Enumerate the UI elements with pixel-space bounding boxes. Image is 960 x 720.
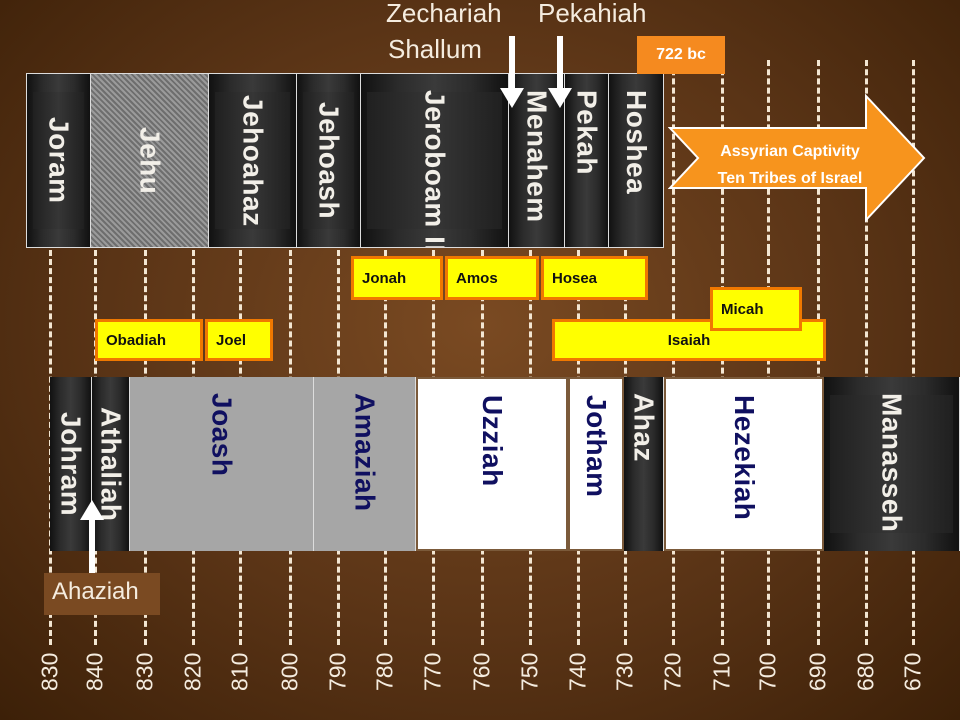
year-label: 680 bbox=[852, 652, 879, 692]
king-joash: Joash bbox=[130, 377, 314, 551]
king-hoshea: Hoshea bbox=[609, 74, 664, 247]
judah-kings-row: Johram Athaliah Joash Amaziah Uzziah Jot… bbox=[50, 377, 960, 551]
king-athaliah: Athaliah bbox=[92, 377, 130, 551]
year-label: 730 bbox=[611, 652, 638, 692]
king-pekah: Pekah bbox=[565, 74, 609, 247]
king-manasseh: Manasseh bbox=[824, 377, 960, 551]
date-722-tag: 722 bc bbox=[637, 36, 725, 74]
year-label: 700 bbox=[754, 652, 781, 692]
arrow-ahaziah bbox=[80, 500, 104, 580]
prophet-isaiah: Isaiah bbox=[552, 319, 826, 361]
label-ahaziah: Ahaziah bbox=[52, 578, 139, 605]
label-ahaziah-box bbox=[44, 573, 160, 615]
year-label: 780 bbox=[371, 652, 398, 692]
captivity-label: Assyrian Captivity Ten Tribes of Israel bbox=[690, 138, 890, 192]
year-label: 690 bbox=[804, 652, 831, 692]
arrow-pekahiah bbox=[548, 36, 572, 108]
israel-kings-row: Joram Jehu Jehoahaz Jehoash Jeroboam II … bbox=[26, 73, 664, 248]
year-label: 770 bbox=[419, 652, 446, 692]
year-label: 800 bbox=[276, 652, 303, 692]
arrow-zechariah-shallum bbox=[500, 36, 524, 108]
king-jehoahaz: Jehoahaz bbox=[209, 74, 297, 247]
year-label: 710 bbox=[708, 652, 735, 692]
year-label: 830 bbox=[36, 652, 63, 692]
year-label: 760 bbox=[468, 652, 495, 692]
label-zechariah: Zechariah bbox=[386, 0, 502, 28]
prophet-hosea: Hosea bbox=[541, 256, 648, 300]
year-label: 740 bbox=[564, 652, 591, 692]
king-ahaz: Ahaz bbox=[624, 377, 664, 551]
king-jehu: Jehu bbox=[91, 74, 209, 247]
king-hezekiah: Hezekiah bbox=[664, 377, 824, 551]
prophet-amos: Amos bbox=[445, 256, 539, 300]
captivity-line1: Assyrian Captivity bbox=[720, 143, 860, 160]
label-shallum: Shallum bbox=[388, 34, 482, 64]
king-johram: Johram bbox=[50, 377, 92, 551]
prophet-micah: Micah bbox=[710, 287, 802, 331]
year-label: 830 bbox=[131, 652, 158, 692]
captivity-line2: Ten Tribes of Israel bbox=[717, 170, 863, 187]
king-jehoash: Jehoash bbox=[297, 74, 361, 247]
king-amaziah: Amaziah bbox=[314, 377, 416, 551]
year-label: 750 bbox=[516, 652, 543, 692]
king-uzziah: Uzziah bbox=[416, 377, 568, 551]
label-pekahiah: Pekahiah bbox=[538, 0, 647, 28]
assyrian-captivity-arrow bbox=[668, 94, 926, 223]
year-label: 840 bbox=[81, 652, 108, 692]
gridline-upper bbox=[672, 60, 675, 250]
prophet-obadiah: Obadiah bbox=[95, 319, 203, 361]
year-label: 820 bbox=[179, 652, 206, 692]
year-label: 720 bbox=[659, 652, 686, 692]
prophet-jonah: Jonah bbox=[351, 256, 443, 300]
king-jeroboam-ii: Jeroboam II bbox=[361, 74, 509, 247]
king-joram: Joram bbox=[27, 74, 91, 247]
year-label: 790 bbox=[324, 652, 351, 692]
year-label: 670 bbox=[899, 652, 926, 692]
year-label: 810 bbox=[226, 652, 253, 692]
king-jotham: Jotham bbox=[568, 377, 624, 551]
prophet-joel: Joel bbox=[205, 319, 273, 361]
king-menahem: Menahem bbox=[509, 74, 565, 247]
